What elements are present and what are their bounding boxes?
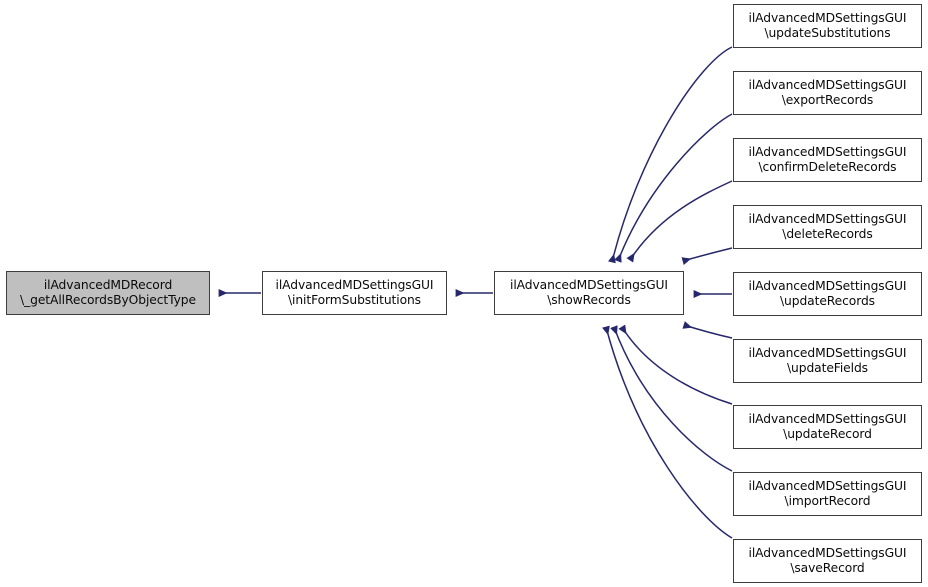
node-label: ilAdvancedMDSettingsGUI \updateRecord	[748, 412, 907, 441]
node-ilAdvancedMDSettingsGUI-saveRecord[interactable]: ilAdvancedMDSettingsGUI \saveRecord	[733, 539, 922, 583]
edge-saveRecord-to-showRecords	[602, 325, 733, 539]
node-ilAdvancedMDSettingsGUI-importRecord[interactable]: ilAdvancedMDSettingsGUI \importRecord	[733, 472, 922, 516]
node-ilAdvancedMDSettingsGUI-updateRecord[interactable]: ilAdvancedMDSettingsGUI \updateRecord	[733, 405, 922, 449]
node-label: ilAdvancedMDSettingsGUI \initFormSubstit…	[275, 278, 434, 307]
edge-deleteRecords-to-showRecords	[681, 247, 733, 265]
node-ilAdvancedMDSettingsGUI-updateSubstitutions[interactable]: ilAdvancedMDSettingsGUI \updateSubstitut…	[733, 4, 922, 48]
node-label: ilAdvancedMDSettingsGUI \updateRecords	[748, 279, 907, 308]
node-ilAdvancedMDSettingsGUI-updateRecords[interactable]: ilAdvancedMDSettingsGUI \updateRecords	[733, 272, 922, 316]
node-ilAdvancedMDSettingsGUI-confirmDeleteRecords[interactable]: ilAdvancedMDSettingsGUI \confirmDeleteRe…	[733, 138, 922, 182]
node-label: ilAdvancedMDSettingsGUI \updateFields	[748, 346, 907, 375]
node-label: ilAdvancedMDSettingsGUI \deleteRecords	[748, 212, 907, 241]
edge-importRecord-to-showRecords	[610, 325, 733, 472]
node-label: ilAdvancedMDSettingsGUI \exportRecords	[748, 78, 907, 107]
node-label: ilAdvancedMDSettingsGUI \showRecords	[510, 278, 668, 307]
edge-updateFields-to-showRecords	[682, 321, 733, 339]
node-ilAdvancedMDSettingsGUI-deleteRecords[interactable]: ilAdvancedMDSettingsGUI \deleteRecords	[733, 205, 922, 249]
node-label: ilAdvancedMDSettingsGUI \confirmDeleteRe…	[748, 145, 907, 174]
node-ilAdvancedMDSettingsGUI-exportRecords[interactable]: ilAdvancedMDSettingsGUI \exportRecords	[733, 71, 922, 115]
edge-confirmDeleteRecords-to-showRecords	[626, 180, 733, 263]
node-ilAdvancedMDRecord-getAllRecordsByObjectType[interactable]: ilAdvancedMDRecord \_getAllRecordsByObje…	[6, 271, 210, 315]
node-ilAdvancedMDSettingsGUI-showRecords[interactable]: ilAdvancedMDSettingsGUI \showRecords	[494, 271, 684, 315]
node-label: ilAdvancedMDSettingsGUI \saveRecord	[748, 546, 907, 575]
node-label: ilAdvancedMDRecord \_getAllRecordsByObje…	[20, 278, 196, 307]
edge-exportRecords-to-showRecords	[614, 113, 733, 263]
node-label: ilAdvancedMDSettingsGUI \importRecord	[748, 479, 907, 508]
node-label: ilAdvancedMDSettingsGUI \updateSubstitut…	[748, 11, 907, 40]
node-ilAdvancedMDSettingsGUI-updateFields[interactable]: ilAdvancedMDSettingsGUI \updateFields	[733, 339, 922, 383]
edge-updateRecord-to-showRecords	[618, 324, 733, 405]
edge-updateSubstitutions-to-showRecords	[608, 46, 733, 264]
node-ilAdvancedMDSettingsGUI-initFormSubstitutions[interactable]: ilAdvancedMDSettingsGUI \initFormSubstit…	[262, 271, 447, 315]
